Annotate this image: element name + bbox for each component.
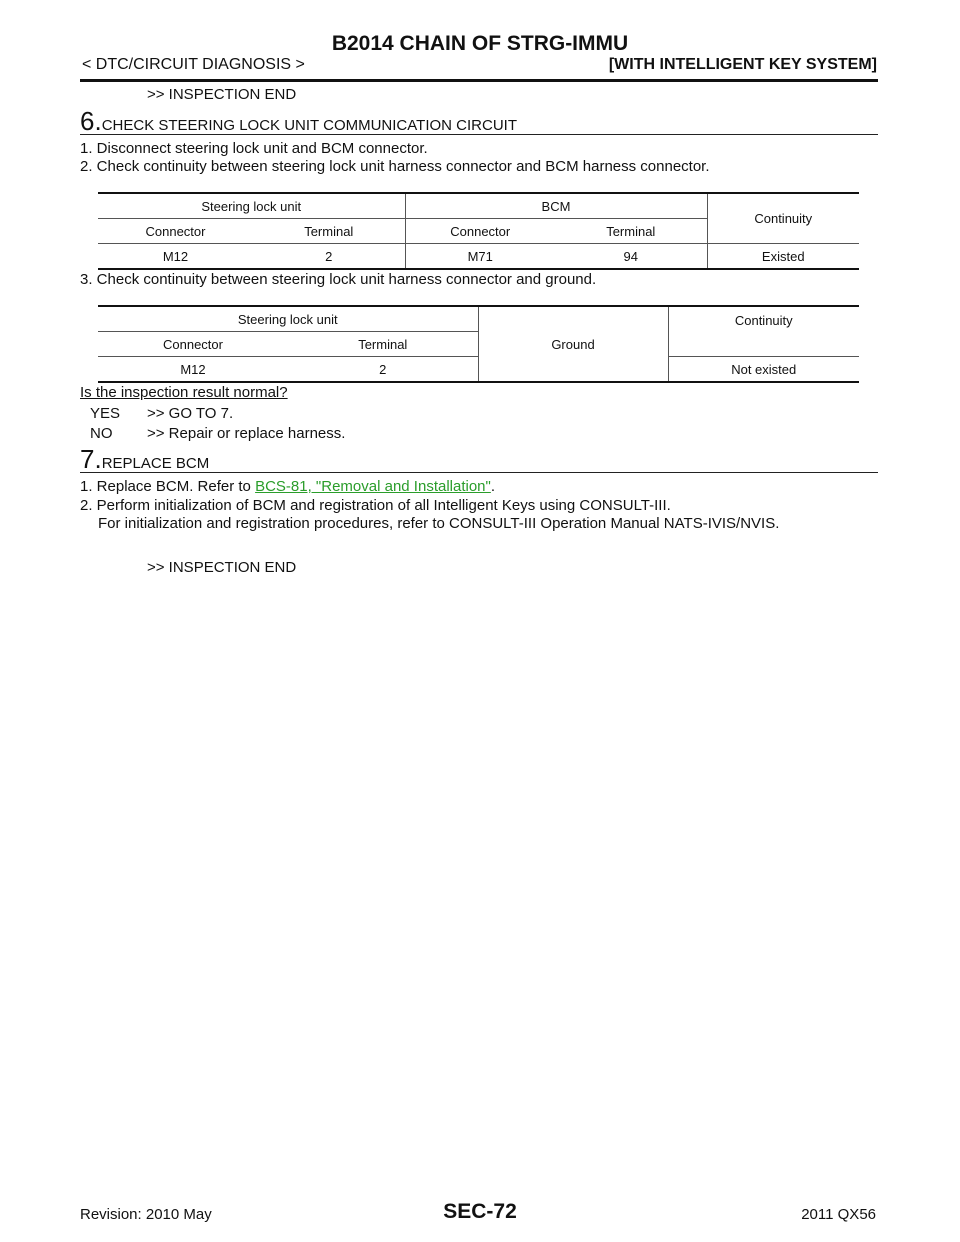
table2-subheader: Terminal: [288, 331, 478, 357]
table2-group-steering: Steering lock unit: [237, 311, 338, 327]
no-action: >> Repair or replace harness.: [147, 425, 346, 442]
bcs-81-link[interactable]: BCS-81, "Removal and Installation": [255, 478, 491, 495]
table1-continuity-header: Continuity: [706, 193, 859, 244]
section-breadcrumb: < DTC/CIRCUIT DIAGNOSIS >: [82, 56, 305, 73]
step6-item-2: 2. Check continuity between steering loc…: [80, 158, 710, 175]
no-label: NO: [90, 425, 113, 442]
step7-item-1-suffix: .: [490, 478, 496, 495]
table1-cell: M71: [404, 243, 555, 269]
footer-revision: Revision: 2010 May: [80, 1206, 212, 1223]
step6-item-1: 1. Disconnect steering lock unit and BCM…: [80, 140, 428, 157]
yes-action: >> GO TO 7.: [147, 405, 234, 422]
continuity-table-bcm: Steering lock unit BCM Continuity Connec…: [98, 192, 859, 270]
page-number: SEC-72: [443, 1200, 517, 1223]
step6-title: CHECK STEERING LOCK UNIT COMMUNICATION C…: [101, 117, 517, 134]
table2-subheader: Connector: [98, 331, 288, 357]
step7-item-1: 1. Replace BCM. Refer to BCS-81, "Remova…: [80, 478, 495, 495]
step7-title: REPLACE BCM: [101, 455, 210, 472]
footer-model: 2011 QX56: [801, 1206, 876, 1223]
table2-continuity-header: Continuity: [667, 306, 859, 357]
step6-item-3: 3. Check continuity between steering loc…: [80, 271, 597, 288]
table1-group-bcm: BCM: [404, 193, 707, 219]
system-tag: [WITH INTELLIGENT KEY SYSTEM]: [608, 56, 877, 73]
inspection-question: Is the inspection result normal?: [80, 384, 288, 401]
table1-cell: 94: [555, 243, 707, 269]
table1-subheader: Terminal: [555, 218, 707, 244]
step6-rule: [80, 134, 878, 135]
header-rule: [80, 79, 878, 82]
table1-cell: 2: [253, 243, 405, 269]
table2-cell: 2: [288, 356, 478, 382]
table1-subheader: Terminal: [253, 218, 405, 244]
page-title: B2014 CHAIN OF STRG-IMMU: [331, 32, 629, 55]
continuity-table-ground: Steering lock unit Ground Continuity Con…: [98, 305, 859, 383]
yes-label: YES: [90, 405, 121, 422]
step6-number: 6.: [80, 106, 102, 136]
table2-cell: Not existed: [667, 356, 859, 382]
table1-group-steering: Steering lock unit: [201, 198, 302, 214]
bottom-result: >> INSPECTION END: [147, 559, 297, 576]
top-result: >> INSPECTION END: [147, 86, 297, 103]
table1-cell: M12: [98, 243, 253, 269]
step7-item-2: 2. Perform initialization of BCM and reg…: [80, 497, 671, 514]
step7-number: 7.: [80, 444, 102, 474]
table1-subheader: Connector: [404, 218, 555, 244]
table1-cell: Existed: [706, 243, 859, 269]
step7-item-1-text: 1. Replace BCM. Refer to: [80, 478, 256, 495]
step7-rule: [80, 472, 878, 473]
table2-ground-header: Ground: [477, 306, 668, 382]
step7-heading: 7.REPLACE BCM: [80, 444, 209, 475]
step6-heading: 6.CHECK STEERING LOCK UNIT COMMUNICATION…: [80, 106, 517, 137]
table1-subheader: Connector: [98, 218, 253, 244]
table2-cell: M12: [98, 356, 288, 382]
step7-item-2-note: For initialization and registration proc…: [98, 515, 780, 532]
